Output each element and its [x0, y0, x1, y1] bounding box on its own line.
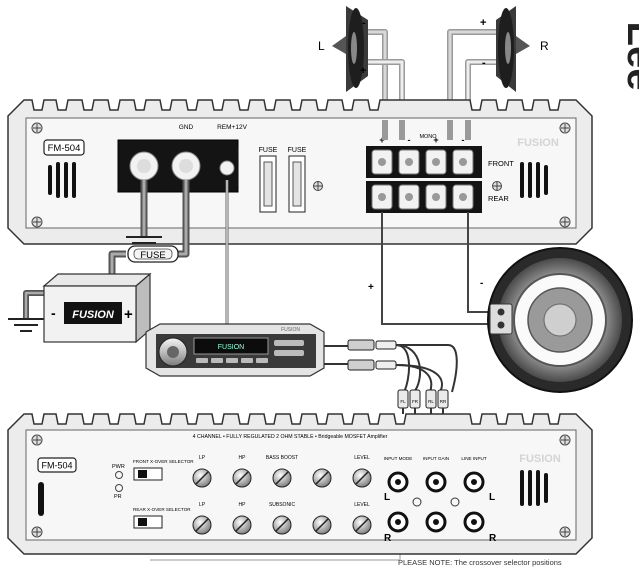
battery: FUSION - + [42, 272, 152, 344]
rca-cables: FL FR RL RR [324, 339, 458, 414]
inline-fuse-label: FUSE [140, 250, 165, 261]
speaker-wires [360, 29, 498, 128]
term-sign-4: - [462, 135, 465, 145]
left-speaker-minus: - [362, 17, 366, 29]
subwoofer [487, 247, 633, 393]
input-label-1: INPUT MODE [384, 456, 413, 461]
top-model-label: FM-504 [48, 143, 81, 154]
head-unit: FUSION FUSION [145, 323, 325, 377]
right-speaker: R + - [480, 6, 549, 92]
inline-fuse: FUSE [127, 245, 179, 263]
battery-brand: FUSION [72, 309, 115, 321]
knob-row1-label-1: LP [199, 455, 206, 461]
left-speaker: L - + [318, 6, 368, 92]
crossover-note: PLEASE NOTE: The crossover selector posi… [398, 558, 562, 567]
left-speaker-plus: + [360, 65, 366, 77]
battery-plus: + [124, 306, 133, 323]
bottom-amplifier: FM-504 FUSION 4 CHANNEL • FULLY REGULATE… [7, 413, 593, 555]
input-label-3: LINE INPUT [461, 456, 486, 461]
pr-label: PR [114, 494, 122, 500]
knob-row2-label-2: HP [239, 502, 247, 508]
fuse-label-2: FUSE [288, 147, 307, 154]
sub-wire-minus: - [480, 278, 483, 289]
knob-row1-label-2: HP [239, 455, 247, 461]
rca-label-4: RR [440, 399, 447, 404]
head-unit-display: FUSION [218, 344, 244, 351]
right-speaker-minus: - [482, 57, 486, 69]
rca-label-1: FL [400, 399, 406, 404]
head-unit-brand: FUSION [281, 327, 300, 333]
front-label: FRONT [488, 159, 514, 168]
bottom-model-label: FM-504 [41, 461, 72, 471]
rca-label-3: RL [428, 399, 434, 404]
rear-xover-label: REAR X-OVER SELECTOR [133, 507, 191, 512]
front-xover-label: FRONT X-OVER SELECTOR [133, 459, 194, 464]
right-speaker-label: R [540, 39, 549, 53]
bottom-ch-R-2: R [489, 533, 497, 544]
bottom-ch-R-1: R [384, 533, 392, 544]
bottom-headline: 4 CHANNEL • FULLY REGULATED 2 OHM STABLE… [193, 434, 388, 440]
rear-label: REAR [488, 194, 509, 203]
knob-row1-label-5: LEVEL [354, 455, 370, 461]
side-text: Lee [619, 22, 639, 91]
knob-row2-label-3: SUBSONIC [269, 502, 296, 508]
knob-row1-label-3: BASS BOOST [266, 455, 298, 461]
knob-row2-label-5: LEVEL [354, 502, 370, 508]
bottom-ch-L-1: L [384, 492, 390, 503]
rem-label: REM+12V [217, 124, 247, 131]
right-speaker-plus: + [480, 17, 486, 29]
top-brand-watermark: FUSION [517, 137, 559, 149]
bottom-brand-watermark: FUSION [519, 453, 561, 465]
bottom-ch-L-2: L [489, 492, 495, 503]
gnd-label: GND [179, 124, 194, 131]
top-amplifier: FM-504 FUSION GND REM+12V FUSE FUSE MONO [7, 99, 593, 245]
pwr-label: PWR [112, 464, 125, 470]
mono-label: MONO [419, 134, 437, 140]
sub-wires: + - [368, 212, 496, 325]
fuse-label-1: FUSE [259, 147, 278, 154]
term-sign-2: - [408, 135, 411, 145]
sub-wire-plus: + [368, 282, 374, 293]
term-sign-3: + [433, 135, 438, 145]
knob-row2-label-1: LP [199, 502, 206, 508]
battery-minus: - [51, 305, 56, 321]
rca-label-2: FR [412, 399, 419, 404]
left-speaker-label: L [318, 39, 325, 53]
input-label-2: INPUT GAIN [423, 456, 449, 461]
